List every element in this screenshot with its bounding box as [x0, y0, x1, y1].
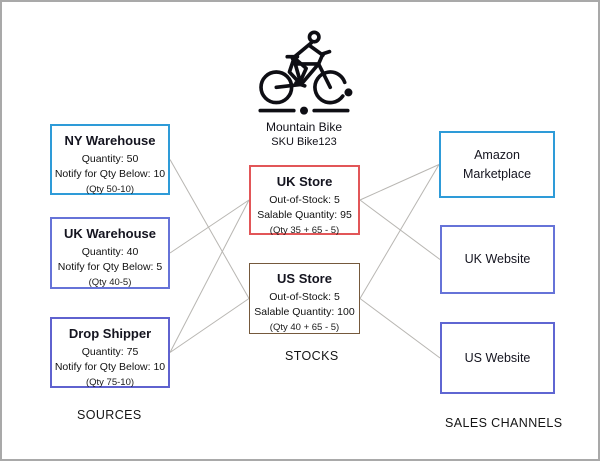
- mountain-bike-icon: [258, 30, 353, 115]
- node-out-of-stock: Out-of-Stock: 5: [269, 291, 340, 304]
- product-sku: SKU Bike123: [271, 136, 337, 148]
- node-quantity: Quantity: 40: [81, 246, 139, 259]
- node-us-website: US Website: [440, 322, 555, 394]
- node-qty-note: (Qty 75-10): [85, 376, 135, 388]
- node-notify-threshold: Notify for Qty Below: 10: [54, 361, 166, 374]
- node-title: UK Store: [276, 174, 333, 189]
- node-title: US Website: [464, 350, 531, 365]
- stocks-label: STOCKS: [285, 349, 339, 363]
- node-title: US Store: [277, 271, 332, 286]
- node-title: NY Warehouse: [64, 133, 156, 148]
- sources-label: SOURCES: [77, 408, 142, 422]
- sales-channels-label: SALES CHANNELS: [445, 416, 563, 430]
- node-qty-note: (Qty 50-10): [85, 183, 135, 195]
- node-out-of-stock: Out-of-Stock: 5: [269, 194, 340, 207]
- node-uk-store: UK Store Out-of-Stock: 5 Salable Quantit…: [249, 165, 360, 236]
- node-title: Drop Shipper: [68, 326, 152, 341]
- node-title: UK Website: [464, 252, 531, 267]
- node-qty-note: (Qty 40 + 65 - 5): [269, 321, 340, 333]
- node-drop-shipper: Drop Shipper Quantity: 75 Notify for Qty…: [50, 317, 170, 388]
- node-ny-warehouse: NY Warehouse Quantity: 50 Notify for Qty…: [50, 124, 170, 195]
- node-quantity: Quantity: 75: [81, 346, 139, 359]
- node-notify-threshold: Notify for Qty Below: 5: [57, 261, 163, 274]
- node-quantity: Quantity: 50: [81, 153, 139, 166]
- node-uk-warehouse: UK Warehouse Quantity: 40 Notify for Qty…: [50, 217, 170, 289]
- node-us-store: US Store Out-of-Stock: 5 Salable Quantit…: [249, 263, 360, 334]
- node-salable-quantity: Salable Quantity: 100: [254, 306, 355, 319]
- node-amazon-marketplace: Amazon Marketplace: [439, 131, 555, 198]
- node-qty-note: (Qty 40-5): [88, 276, 132, 288]
- node-uk-website: UK Website: [440, 225, 555, 294]
- product-header: Mountain Bike SKU Bike123: [234, 28, 374, 149]
- node-title: UK Warehouse: [64, 226, 156, 241]
- node-salable-quantity: Salable Quantity: 95: [257, 209, 352, 222]
- node-notify-threshold: Notify for Qty Below: 10: [54, 168, 166, 181]
- node-qty-note: (Qty 35 + 65 - 5): [269, 224, 340, 236]
- node-title: Amazon Marketplace: [462, 148, 532, 181]
- product-name: Mountain Bike: [265, 120, 343, 134]
